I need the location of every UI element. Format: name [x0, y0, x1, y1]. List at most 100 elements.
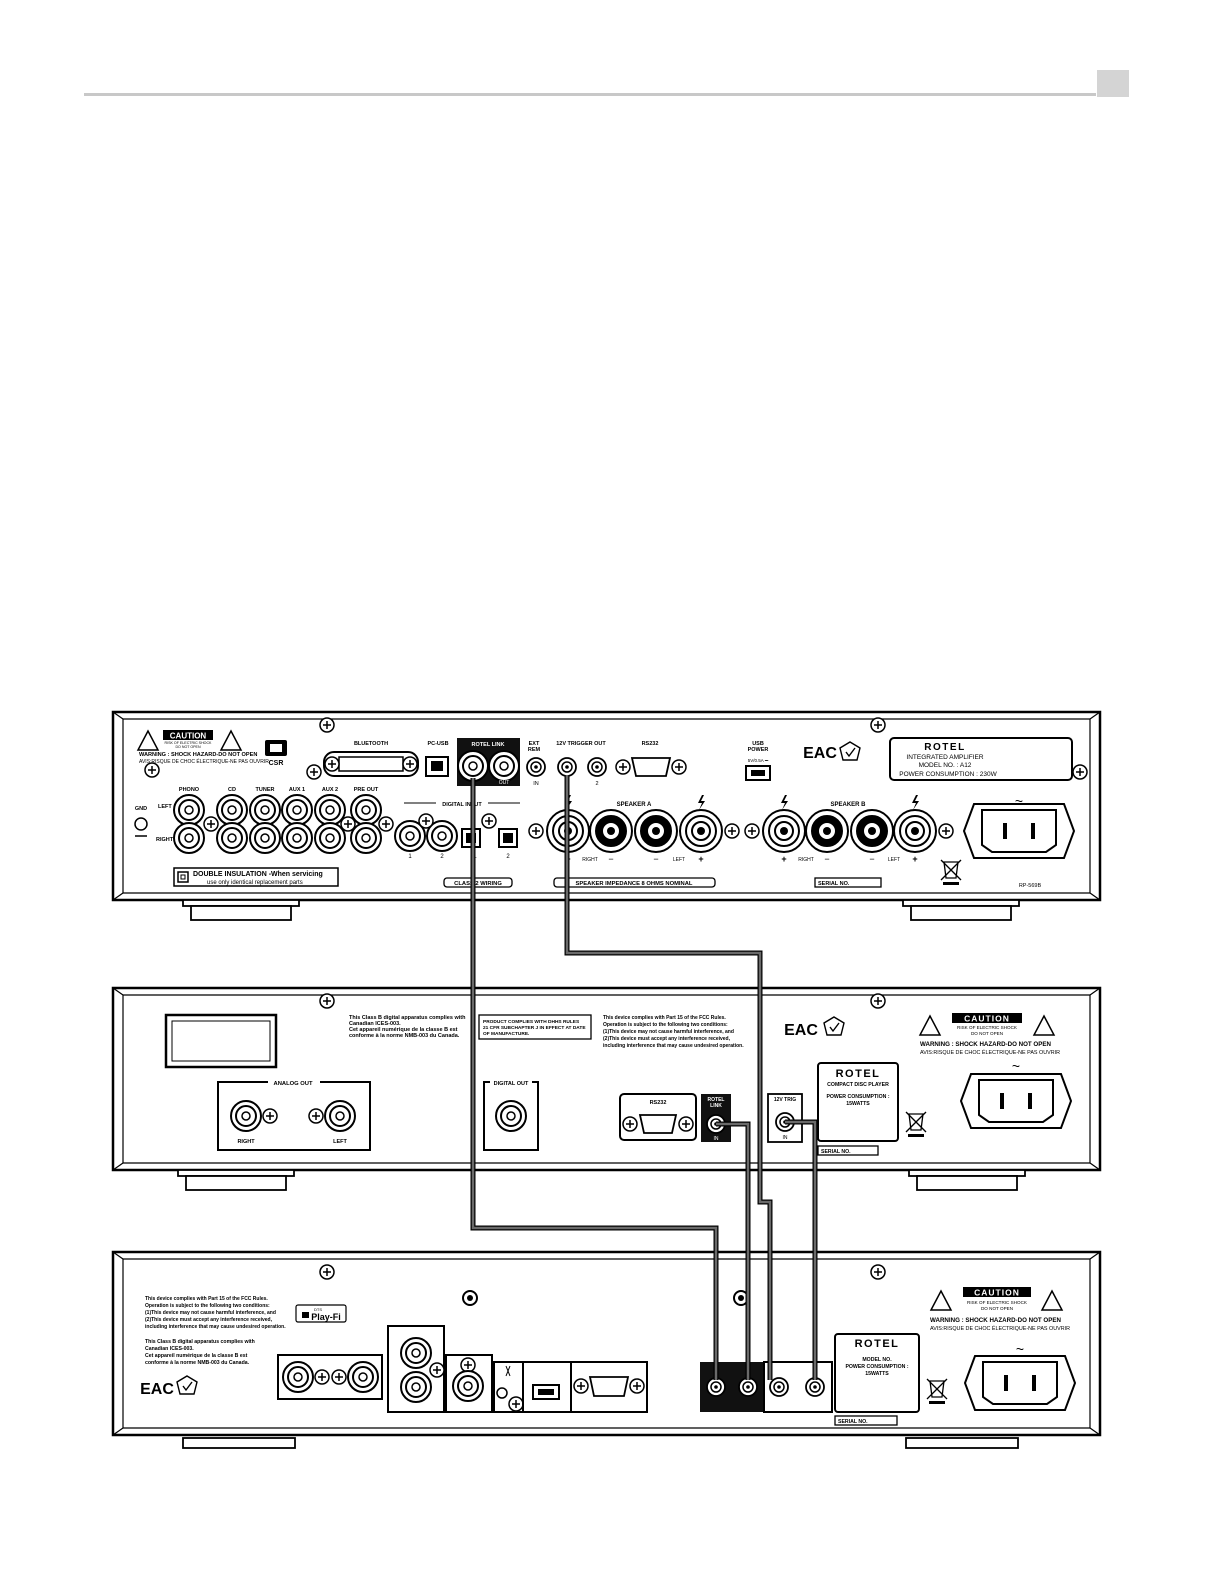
amp-rotel-link-label: ROTEL LINK [472, 742, 505, 748]
amp-caution: CAUTION [170, 732, 207, 741]
str-caution-sub1: RISK OF ELECTRIC SHOCK [967, 1300, 1028, 1305]
cd-player-panel: This Class B digital apparatus complies … [111, 986, 1102, 1172]
cd-fcc-4: (2)This device must accept any interfere… [603, 1036, 731, 1042]
amp-spka-right: RIGHT [582, 857, 598, 863]
str-fcc-3: (1)This device may not cause harmful int… [145, 1310, 276, 1316]
amp-speaker-b: SPEAKER B [830, 802, 866, 808]
amp-spkb-right: RIGHT [798, 857, 814, 863]
amp-trigger-label: 12V TRIGGER OUT [556, 741, 606, 747]
amp-digital-num: 2 [506, 854, 510, 860]
cd-warning: WARNING : SHOCK HAZARD-DO NOT OPEN [920, 1041, 1051, 1048]
amp-right: RIGHT [156, 837, 174, 843]
cd-fcc-5: including interference that may cause un… [603, 1043, 744, 1049]
amp-eac: EAC [803, 745, 837, 762]
cd-caution: CAUTION [964, 1014, 1010, 1024]
amp-warning: WARNING : SHOCK HAZARD-DO NOT OPEN [139, 752, 257, 758]
amp-bluetooth-label: BLUETOOTH [354, 741, 388, 747]
amp-input-label: AUX 1 [289, 787, 305, 793]
str-ac-symbol: ~ [1016, 1341, 1024, 1357]
cd-rs232: RS232 [650, 1100, 667, 1106]
str-caution-sub2: DO NOT OPEN [981, 1306, 1013, 1311]
str-fcc-4: (2)This device must accept any interfere… [145, 1317, 273, 1323]
str-brand: ROTEL [855, 1338, 900, 1350]
cd-link-in: IN [714, 1136, 719, 1142]
amp-input-label: PHONO [179, 787, 200, 793]
amp-input-label: AUX 2 [322, 787, 338, 793]
cd-left: LEFT [333, 1139, 347, 1145]
amp-pcusb-label: PC-USB [427, 741, 448, 747]
cd-brand: ROTEL [836, 1068, 881, 1080]
cd-serial: SERIAL NO. [821, 1149, 851, 1155]
amp-csr: CSR [269, 760, 284, 767]
str-playfi-small: DTS [314, 1307, 322, 1312]
str-power: POWER CONSUMPTION : [845, 1364, 908, 1370]
amp-spkb-minus: − [824, 854, 829, 864]
amp-trig-2: 2 [595, 781, 598, 787]
amp-spkb-minus2: − [869, 854, 874, 864]
str-canada-1: This Class B digital apparatus complies … [145, 1339, 255, 1345]
amp-digital-input: DIGITAL INPUT [442, 802, 482, 808]
amp-digital-num: 1 [408, 854, 412, 860]
str-model: MODEL NO. [862, 1357, 892, 1363]
cd-dhhs-3: OF MANUFACTURE. [483, 1031, 529, 1037]
amp-link-out: OUT [499, 780, 510, 786]
amp-model: MODEL NO. : A12 [919, 762, 972, 769]
amp-spkb-plus2: + [912, 854, 917, 864]
amplifier-panel: CAUTION RISK OF ELECTRIC SHOCK DO NOT OP… [111, 710, 1102, 902]
amp-analog-inputs: PHONO CD TUNER AUX 1 AUX 2 PRE OUT [173, 787, 394, 854]
str-canada-4: conforme à la norme NMB-003 du Canada. [145, 1360, 250, 1366]
amp-spkb-plus: + [781, 854, 786, 864]
amp-spka-left: LEFT [673, 857, 685, 863]
amp-spka-minus2: − [653, 854, 658, 864]
str-playfi: Play-Fi [311, 1312, 341, 1322]
header-rule [84, 93, 1096, 96]
amp-ext-in: IN [533, 781, 539, 787]
amp-caution-sub2: DO NOT OPEN [175, 745, 200, 749]
page-tab [1097, 70, 1129, 97]
cd-trig: 12V TRIG [774, 1097, 796, 1103]
amp-double-insulation2: use only identical replacement parts [207, 880, 303, 886]
amp-double-insulation: DOUBLE INSULATION -When servicing [193, 871, 323, 878]
amp-class2: CLASS 2 WIRING [454, 881, 502, 887]
str-canada-3: Cet appareil numérique de la classe B es… [145, 1353, 248, 1359]
cd-canada-3: Cet appareil numérique de la classe B es… [349, 1027, 458, 1033]
str-watts: 15WATTS [865, 1371, 889, 1377]
str-caution: CAUTION [974, 1288, 1020, 1298]
cd-avis: AVIS:RISQUE DE CHOC ÉLECTRIQUE-NE PAS OU… [920, 1049, 1060, 1056]
amp-ac-symbol: ~ [1015, 793, 1023, 809]
cd-fcc-1: This device complies with Part 15 of the… [603, 1015, 726, 1021]
cd-right: RIGHT [237, 1139, 255, 1145]
str-fcc-5: including interference that may cause un… [145, 1324, 286, 1330]
connection-cables [470, 775, 818, 1380]
amp-avis: AVIS:RISQUE DE CHOC ÉLECTRIQUE-NE PAS OU… [139, 758, 269, 765]
cd-analog-out: ANALOG OUT [274, 1081, 313, 1087]
amp-brand: ROTEL [924, 742, 965, 753]
str-fcc-1: This device complies with Part 15 of the… [145, 1296, 268, 1302]
amp-impedance: SPEAKER IMPEDANCE 8 OHMS NOMINAL [576, 881, 693, 887]
amp-serial: SERIAL NO. [818, 881, 850, 887]
cd-power: POWER CONSUMPTION : [826, 1094, 889, 1100]
amp-input-label: TUNER [256, 787, 275, 793]
str-fcc-2: Operation is subject to the following tw… [145, 1303, 270, 1309]
str-canada-2: Canadian ICES-003. [145, 1346, 194, 1352]
cd-fcc-3: (1)This device may not cause harmful int… [603, 1029, 734, 1035]
amp-digital-num: 2 [440, 854, 444, 860]
cd-caution-sub1: RISK OF ELECTRIC SHOCK [957, 1025, 1018, 1030]
cd-trig-in: IN [783, 1135, 788, 1141]
amp-caution-sub1: RISK OF ELECTRIC SHOCK [165, 741, 213, 745]
amp-power: POWER CONSUMPTION : 230W [899, 771, 997, 778]
cd-eac: EAC [784, 1022, 818, 1039]
amp-part-code: RP-569B [1019, 883, 1042, 889]
str-eac: EAC [140, 1381, 174, 1398]
cd-product: COMPACT DISC PLAYER [827, 1082, 889, 1088]
amp-left: LEFT [158, 804, 172, 810]
amp-gnd: GND [135, 806, 147, 812]
amp-product: INTEGRATED AMPLIFIER [906, 754, 983, 761]
cd-ac-symbol: ~ [1012, 1058, 1020, 1074]
amp-speaker-a: SPEAKER A [617, 802, 652, 808]
str-warning: WARNING : SHOCK HAZARD-DO NOT OPEN [930, 1317, 1061, 1324]
